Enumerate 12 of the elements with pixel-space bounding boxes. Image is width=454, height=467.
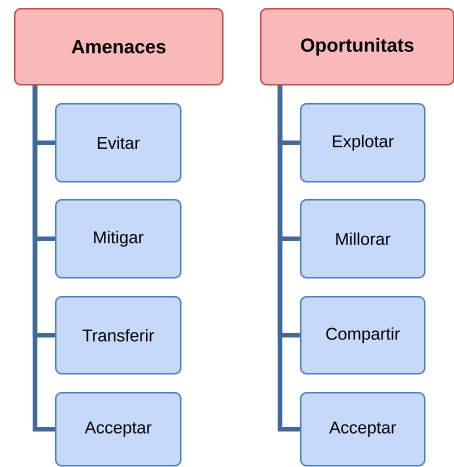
option-box: Explotar (300, 103, 426, 182)
option-box: Acceptar (300, 392, 426, 466)
option-box: Compartir (300, 296, 426, 374)
connector-line (32, 86, 55, 432)
option-box: Millorar (300, 199, 426, 278)
option-box: Mitigar (55, 199, 182, 278)
heading-box: Amenaces (14, 8, 224, 86)
heading-box: Oportunitats (260, 8, 454, 86)
option-box: Transferir (55, 296, 182, 374)
option-box: Evitar (55, 103, 182, 182)
option-box: Acceptar (55, 392, 182, 466)
connector-line (278, 86, 300, 432)
